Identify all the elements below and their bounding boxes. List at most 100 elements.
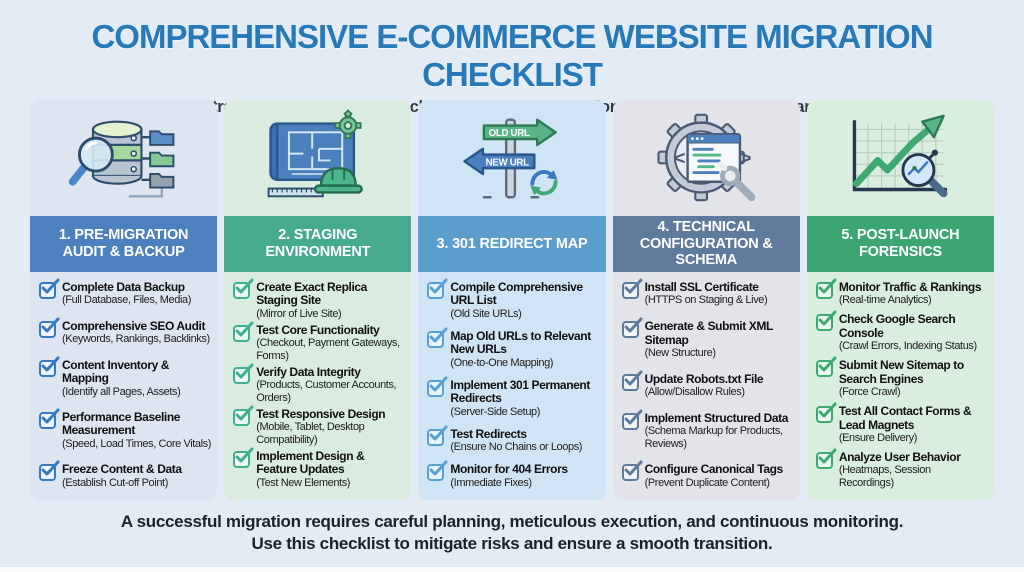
checklist-item-detail: (Identify all Pages, Assets) (62, 385, 181, 398)
checklist-item-detail: (Crawl Errors, Indexing Status) (838, 340, 977, 353)
phase-card-redirect-map: OLD URL NEW URL 3. 301 REDIRECT MAP Comp… (418, 100, 606, 500)
checklist-item-detail: (Force Crawl) (838, 386, 901, 399)
checklist-item-title: Submit New Sitemap to Search Engines (838, 358, 964, 386)
checkbox-checked-icon (39, 460, 60, 482)
checkbox-checked-icon (427, 460, 448, 482)
checkbox-checked-icon (233, 278, 254, 299)
checklist-item-detail: (Test New Elements) (256, 476, 351, 489)
signpost-redirect-icon: OLD URL NEW URL (418, 100, 605, 216)
phase-columns: 1. PRE-MIGRATION AUDIT & BACKUP Complete… (30, 100, 995, 500)
blueprint-icon (224, 100, 411, 216)
bottom-strip (0, 567, 1024, 572)
checklist-item-detail: (Prevent Duplicate Content) (644, 476, 770, 489)
phase-header: 3. 301 REDIRECT MAP (418, 216, 606, 272)
phase-header: 5. POST-LAUNCH FORENSICS (806, 216, 995, 272)
checklist-item-detail: (Ensure No Chains or Loops) (450, 441, 583, 454)
checklist-item-title: Update Robots.txt File (644, 371, 764, 386)
new-url-label: NEW URL (486, 157, 530, 168)
checklist-item-detail: (Mirror of Live Site) (256, 307, 342, 320)
checkbox-checked-icon (621, 278, 643, 299)
checklist-item: Content Inventory & Mapping (Identify al… (39, 356, 211, 398)
checklist-item-detail: (New Structure) (644, 347, 716, 359)
checklist-item: Verify Data Integrity (Products, Custome… (233, 363, 405, 404)
checklist: Complete Data Backup (Full Database, Fil… (30, 272, 217, 500)
checklist-item-detail: (Allow/Disallow Rules) (644, 386, 745, 399)
phase-card-technical-config: < > (612, 100, 800, 500)
checklist-item-detail: (Old Site URLs) (450, 307, 522, 320)
checklist-item-detail: (Checkout, Payment Gateways, Forms) (256, 337, 400, 362)
checkbox-checked-icon (815, 448, 837, 469)
checklist-item-detail: (Server-Side Setup) (450, 405, 541, 418)
database-search-icon (30, 100, 217, 216)
checklist-item: Update Robots.txt File (Allow/Disallow R… (621, 370, 794, 399)
checklist-item: Install SSL Certificate (HTTPS on Stagin… (621, 278, 794, 307)
checklist-item: Map Old URLs to Relevant New URLs (One-t… (427, 327, 599, 369)
checklist-item: Submit New Sitemap to Search Engines (Fo… (815, 356, 988, 399)
checklist-item: Test Responsive Design (Mobile, Tablet, … (233, 405, 405, 446)
checklist-item-detail: (Schema Markup for Products, Reviews) (644, 425, 783, 450)
phase-card-staging: 2. STAGING ENVIRONMENT Create Exact Repl… (224, 100, 412, 500)
checklist-item-title: Map Old URLs to Relevant New URLs (450, 328, 591, 357)
checkbox-checked-icon (427, 327, 448, 348)
checklist-item-title: Check Google Search Console (838, 312, 956, 340)
checklist-item-detail: (Keywords, Rankings, Backlinks) (62, 333, 210, 346)
checklist-item-detail: (Ensure Delivery) (838, 431, 918, 444)
checklist: Install SSL Certificate (HTTPS on Stagin… (613, 272, 800, 500)
checklist-item: Check Google Search Console (Crawl Error… (815, 310, 988, 353)
gear-code-icon: < > (613, 100, 800, 216)
checklist-item-detail: (Full Database, Files, Media) (62, 294, 192, 307)
checklist-item-title: Comprehensive SEO Audit (62, 318, 206, 333)
checkbox-checked-icon (815, 402, 837, 424)
footer-line-1: A successful migration requires careful … (120, 512, 904, 531)
checklist-item-title: Test Core Functionality (256, 323, 380, 338)
checkbox-checked-icon (233, 447, 254, 468)
checklist-item: Performance Baseline Measurement (Speed,… (39, 408, 211, 450)
checkbox-checked-icon (39, 278, 60, 299)
phase-header: 1. PRE-MIGRATION AUDIT & BACKUP (30, 216, 218, 272)
checklist-item-title: Analyze User Behavior (838, 449, 961, 464)
checklist: Create Exact Replica Staging Site (Mirro… (224, 272, 411, 500)
checkbox-checked-icon (621, 317, 643, 339)
page-title: COMPREHENSIVE E-COMMERCE WEBSITE MIGRATI… (91, 18, 933, 93)
checklist-item-title: Implement 301 Permanent Redirects (450, 377, 590, 406)
checklist-item: Implement Design & Feature Updates (Test… (233, 447, 405, 489)
checkbox-checked-icon (427, 425, 448, 446)
phase-card-pre-migration: 1. PRE-MIGRATION AUDIT & BACKUP Complete… (30, 100, 218, 500)
checklist-item: Generate & Submit XML Sitemap (New Struc… (621, 317, 794, 359)
checkbox-checked-icon (233, 405, 254, 426)
checklist-item-title: Monitor Traffic & Rankings (838, 280, 982, 294)
checklist: Monitor Traffic & Rankings (Real-time An… (807, 272, 994, 500)
checklist-item-title: Test All Contact Forms & Lead Magnets (838, 404, 972, 432)
checklist-item-title: Install SSL Certificate (644, 280, 759, 294)
code-bracket-left: < (674, 147, 685, 169)
checklist-item-title: Performance Baseline Measurement (62, 409, 181, 438)
code-bracket-right: > (740, 147, 751, 169)
checklist-item-title: Compile Comprehensive URL List (450, 280, 583, 308)
checklist-item-detail: (Real-time Analytics) (838, 294, 932, 307)
checklist-item-detail: (Establish Cut-off Point) (62, 476, 168, 489)
checklist-item-title: Implement Design & Feature Updates (256, 448, 365, 477)
checkbox-checked-icon (815, 278, 837, 299)
checkbox-checked-icon (233, 321, 254, 343)
checklist-item-detail: (Immediate Fixes) (450, 476, 532, 489)
checklist-item: Comprehensive SEO Audit (Keywords, Ranki… (39, 317, 211, 346)
checklist-item: Test All Contact Forms & Lead Magnets (E… (815, 402, 988, 444)
checkbox-checked-icon (621, 409, 643, 430)
checklist-item-title: Generate & Submit XML Sitemap (644, 319, 773, 347)
checklist-item-title: Create Exact Replica Staging Site (256, 280, 367, 308)
checklist-item-detail: (One-to-One Mapping) (450, 356, 554, 369)
growth-chart-icon (807, 100, 994, 216)
checkbox-checked-icon (427, 376, 448, 397)
checkbox-checked-icon (233, 363, 254, 384)
checkbox-checked-icon (815, 356, 837, 378)
checklist-item-detail: (Mobile, Tablet, Desktop Compatibility) (256, 421, 365, 446)
checkbox-checked-icon (815, 310, 837, 332)
checklist-item-title: Test Redirects (450, 426, 527, 441)
old-url-label: OLD URL (489, 128, 530, 139)
checklist-item-title: Verify Data Integrity (256, 364, 361, 379)
checkbox-checked-icon (427, 278, 448, 299)
checklist-item-detail: (Products, Customer Accounts, Orders) (256, 379, 397, 404)
checklist: Compile Comprehensive URL List (Old Site… (418, 272, 605, 500)
checklist-item: Implement 301 Permanent Redirects (Serve… (427, 376, 599, 418)
